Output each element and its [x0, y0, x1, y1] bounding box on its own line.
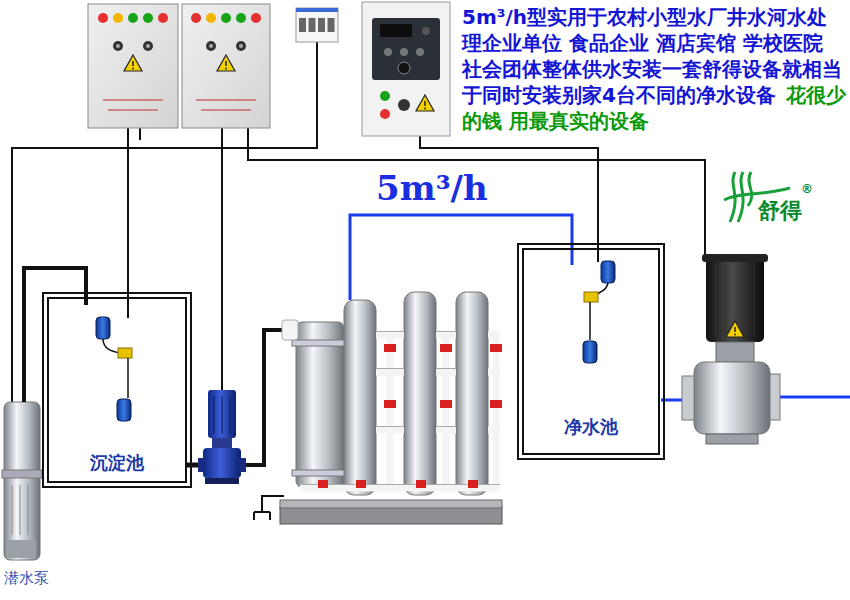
tank-label: 净水池: [564, 415, 618, 439]
pipe: [776, 396, 850, 399]
pipeline-pump: [198, 390, 246, 484]
brand-name: 舒得: [758, 198, 802, 223]
description-text: 5m³/h型实用于农村小型水厂井水河水处理企业单位 食品企业 酒店宾馆 学校医院…: [462, 5, 842, 107]
tank-box: 净水池: [517, 243, 665, 460]
float-switch: [583, 261, 615, 363]
pump-label: 潜水泵: [4, 569, 49, 587]
control-panel: [88, 4, 178, 128]
submersible-pump: [2, 402, 42, 560]
filter-skid: [280, 292, 502, 524]
pipe: [24, 268, 86, 402]
tank-box: 沉淀池: [42, 292, 192, 488]
pipe: [246, 330, 296, 465]
registered-mark: ®: [801, 182, 813, 196]
float-switch: [96, 317, 132, 421]
tank-label: 沉淀池: [90, 451, 144, 475]
description-text: 5m³/h型实用于农村小型水厂井水河水处理企业单位 食品企业 酒店宾馆 学校医院…: [462, 4, 846, 134]
flow-line: [350, 215, 572, 300]
circuit-breaker: [296, 8, 338, 42]
vertical-pump: [682, 254, 780, 444]
control-panel: [182, 4, 270, 128]
inverter-cabinet: [362, 2, 450, 136]
flow-rate: 5m³/h: [376, 168, 488, 208]
drain: [254, 496, 284, 520]
